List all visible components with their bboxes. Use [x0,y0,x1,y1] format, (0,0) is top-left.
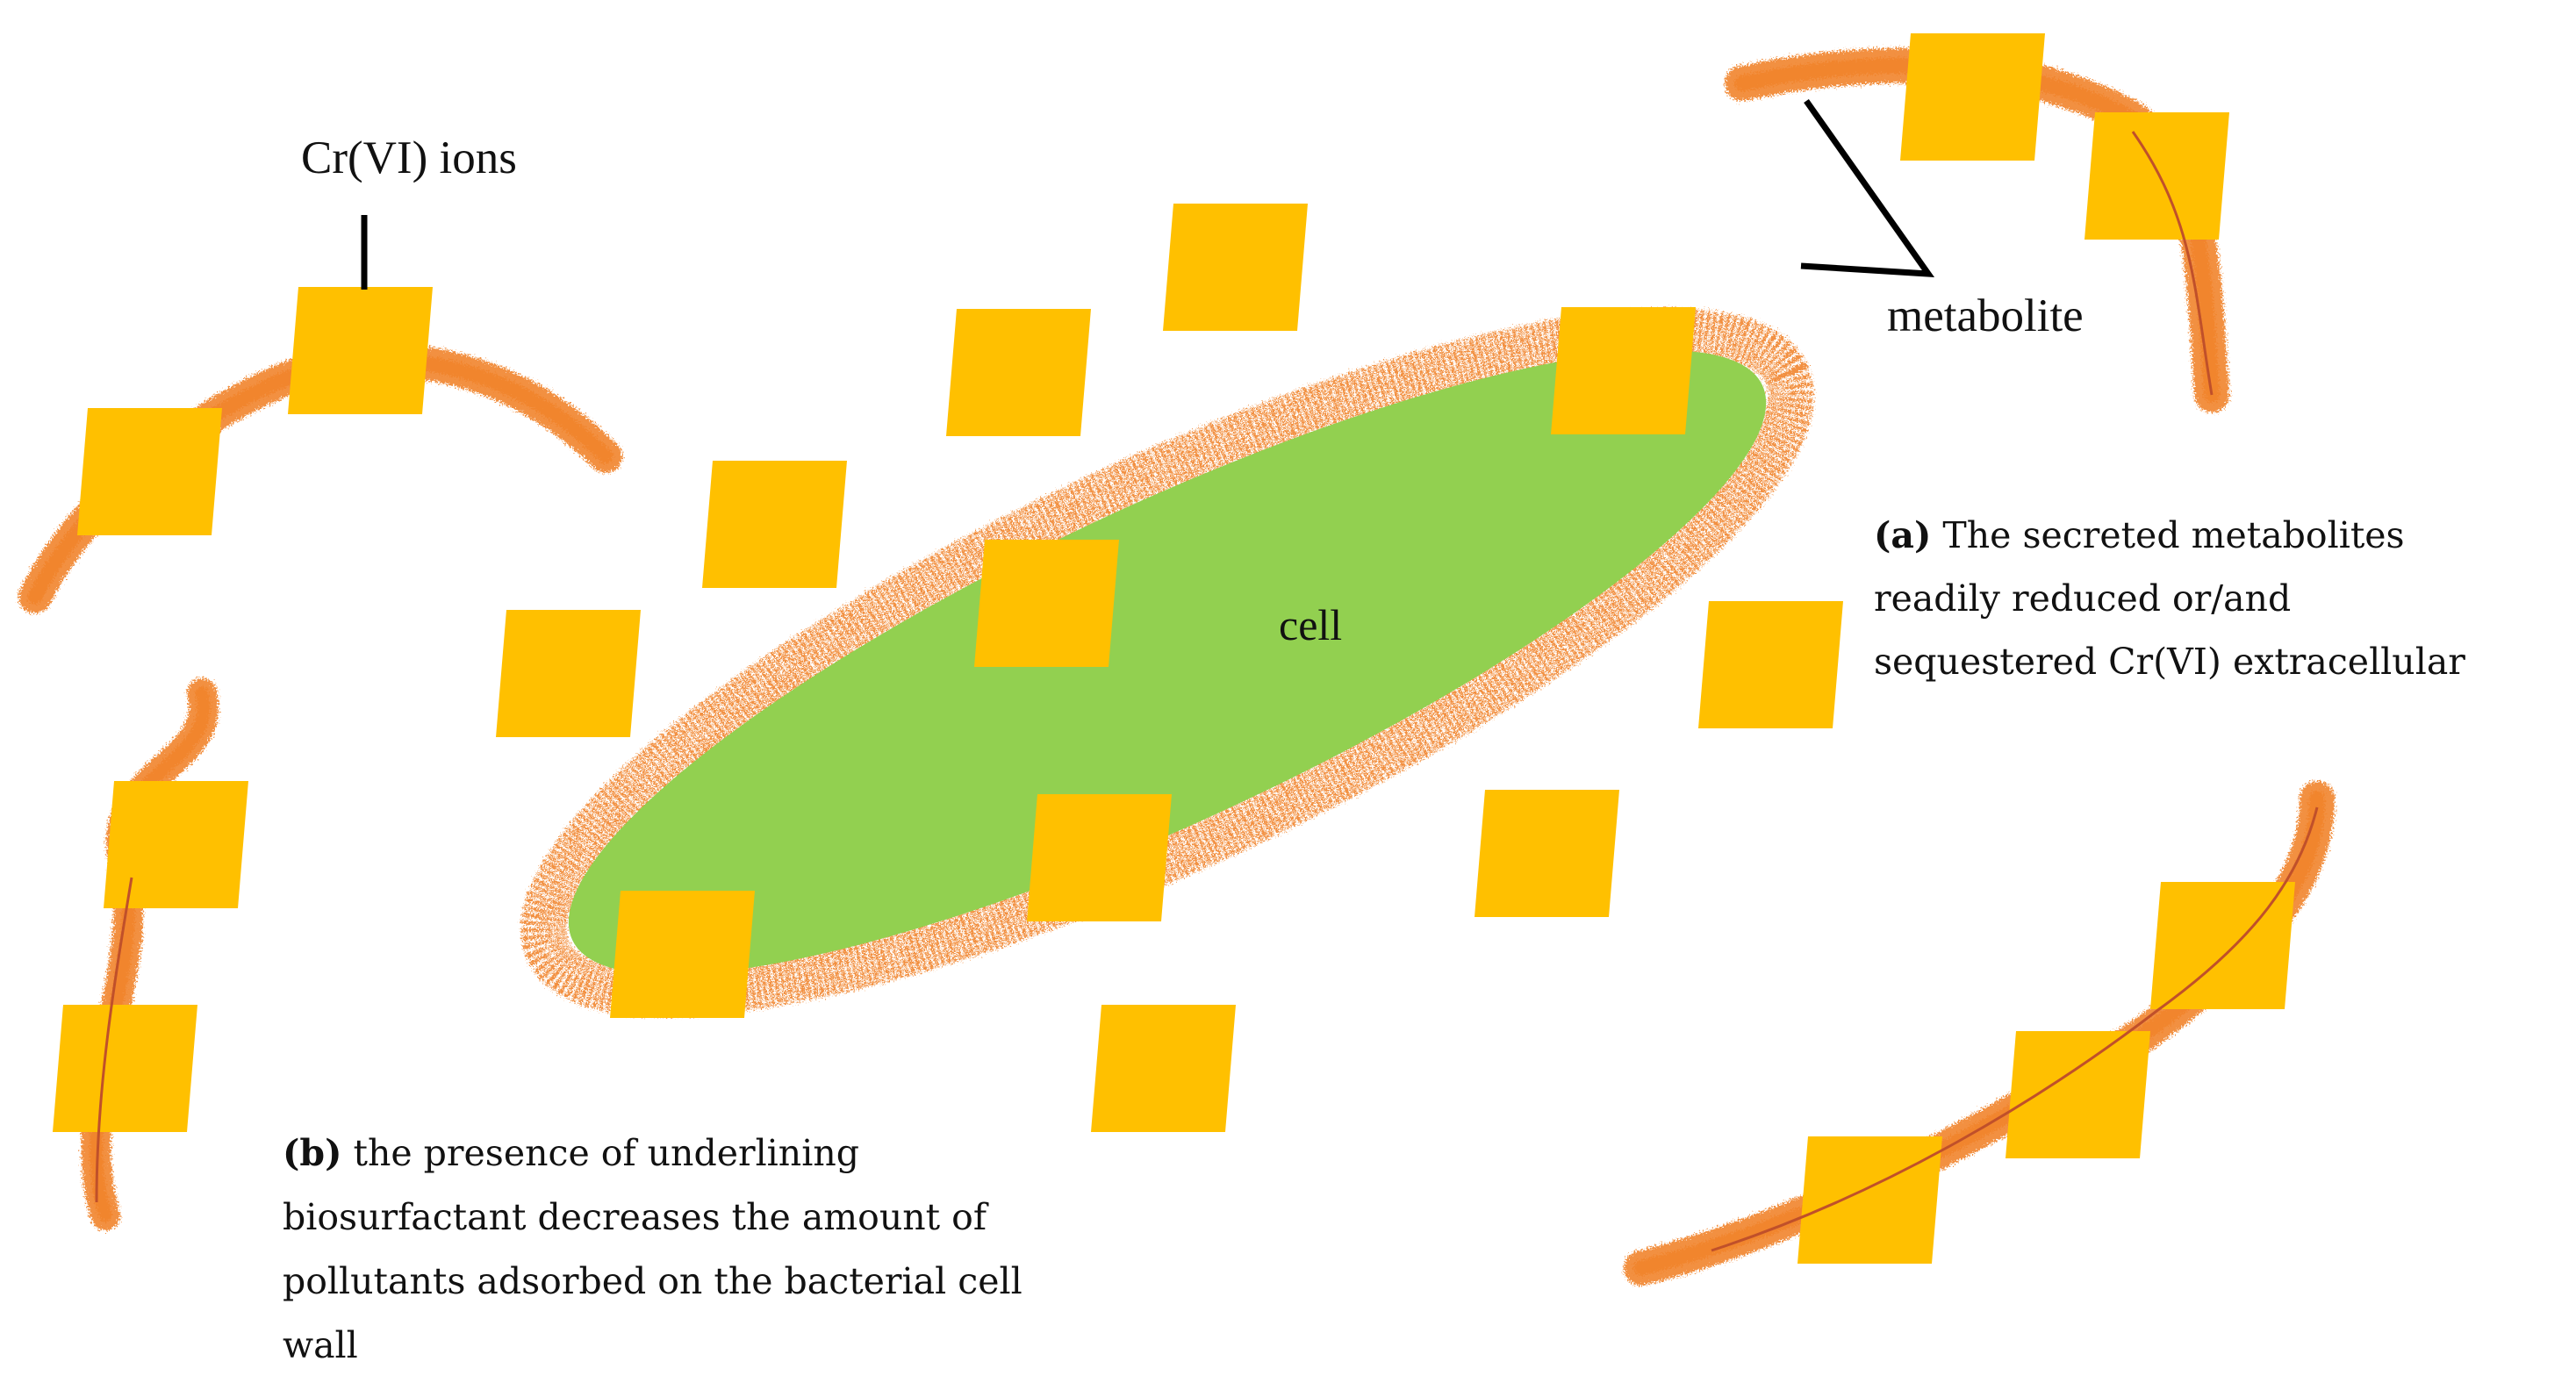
annotation-b-line-1: (b) the presence of underlining [283,1121,1023,1186]
cr-ion-square-4 [946,309,1091,436]
annotation-b-text-1: the presence of underlining [341,1132,859,1174]
cr-ion-square-1 [288,287,433,414]
cr-ion-square-16 [53,1005,197,1132]
cell-metabolite-halo [520,308,1814,1017]
cr-ion-square-14 [1475,790,1619,917]
cr-ion-square-6 [1551,307,1696,434]
metabolite-pointer [1800,98,1935,277]
annotation-b-line-4: wall [283,1324,358,1366]
cr-ion-square-12 [104,781,248,908]
cr-ions-label: Cr(VI) ions [301,133,517,183]
cr-ion-square-11 [1698,601,1843,728]
cr-ion-square-15 [610,891,755,1018]
cr-ion-square-13 [1027,794,1172,921]
cr-ion-layer [53,33,2295,1264]
cr-ion-square-19 [2006,1031,2150,1158]
annotation-a-line-3: sequestered Cr(VI) extracellular [1874,641,2465,683]
cr-ion-square-9 [974,540,1119,667]
cr-ion-square-10 [496,610,641,737]
cr-ion-square-5 [702,461,847,588]
strand-line-1 [2131,131,2214,396]
cell-label: cell [1279,600,1343,649]
metabolite-label: metabolite [1887,290,2084,341]
metabolite-strand-2 [81,678,219,1230]
annotation-b-line-3: pollutants adsorbed on the bacterial cel… [283,1260,1023,1302]
annotation-b-tag: (b) [283,1132,342,1174]
annotation-a-tag: (a) [1874,514,1932,556]
strand-line-2 [1711,806,2319,1252]
cr-ion-square-7 [1900,33,2045,161]
cell-layer [568,350,1767,975]
pointer-layer [95,98,2319,1252]
annotation-b-line-2: biosurfactant decreases the amount of [283,1196,987,1238]
metabolite-strand-4 [1624,781,2335,1286]
cr-ion-square-20 [1797,1136,1942,1264]
cr-ion-square-8 [2084,112,2229,240]
strand-line-3 [95,877,133,1203]
annotation-b: (b) the presence of underlining biosurfa… [283,1121,1023,1378]
metabolite-strand-core-4 [1633,791,2325,1276]
cr-ion-square-17 [1091,1005,1236,1132]
cr-ion-square-18 [2150,882,2295,1009]
annotation-a-text-1: The secreted metabolites [1931,514,2405,556]
annotation-a-line-2: readily reduced or/and [1874,577,2292,620]
cell-body [568,350,1767,975]
annotation-a: (a) The secreted metabolites readily red… [1874,504,2465,693]
cr-ion-square-3 [1163,204,1308,331]
cr-ion-square-2 [77,408,222,535]
annotation-a-line-1: (a) The secreted metabolites [1874,504,2465,567]
